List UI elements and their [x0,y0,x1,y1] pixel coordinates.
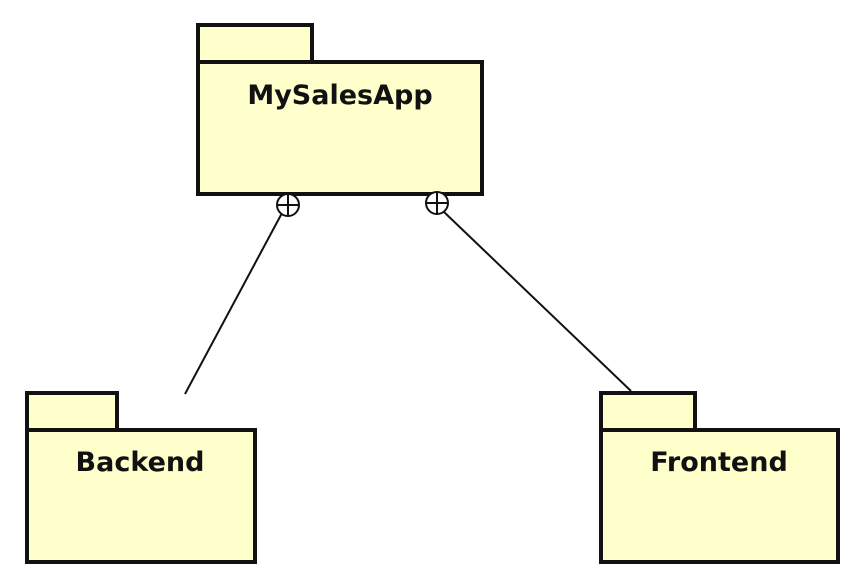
containment-symbol-right [425,191,449,215]
package-backend[interactable]: Backend [25,391,257,564]
package-tab [196,23,314,64]
package-tab [599,391,697,432]
package-label-frontend: Frontend [650,447,788,478]
package-body [196,60,484,196]
containment-line-backend [184,212,283,395]
package-body [599,428,840,564]
package-label-mysalesapp: MySalesApp [247,80,432,111]
package-frontend[interactable]: Frontend [599,391,840,564]
package-tab [25,391,119,432]
package-label-backend: Backend [76,447,205,478]
package-body [25,428,257,564]
containment-line-frontend [443,211,632,392]
containment-symbol-left [276,193,300,217]
package-mysalesapp[interactable]: MySalesApp [196,23,484,196]
